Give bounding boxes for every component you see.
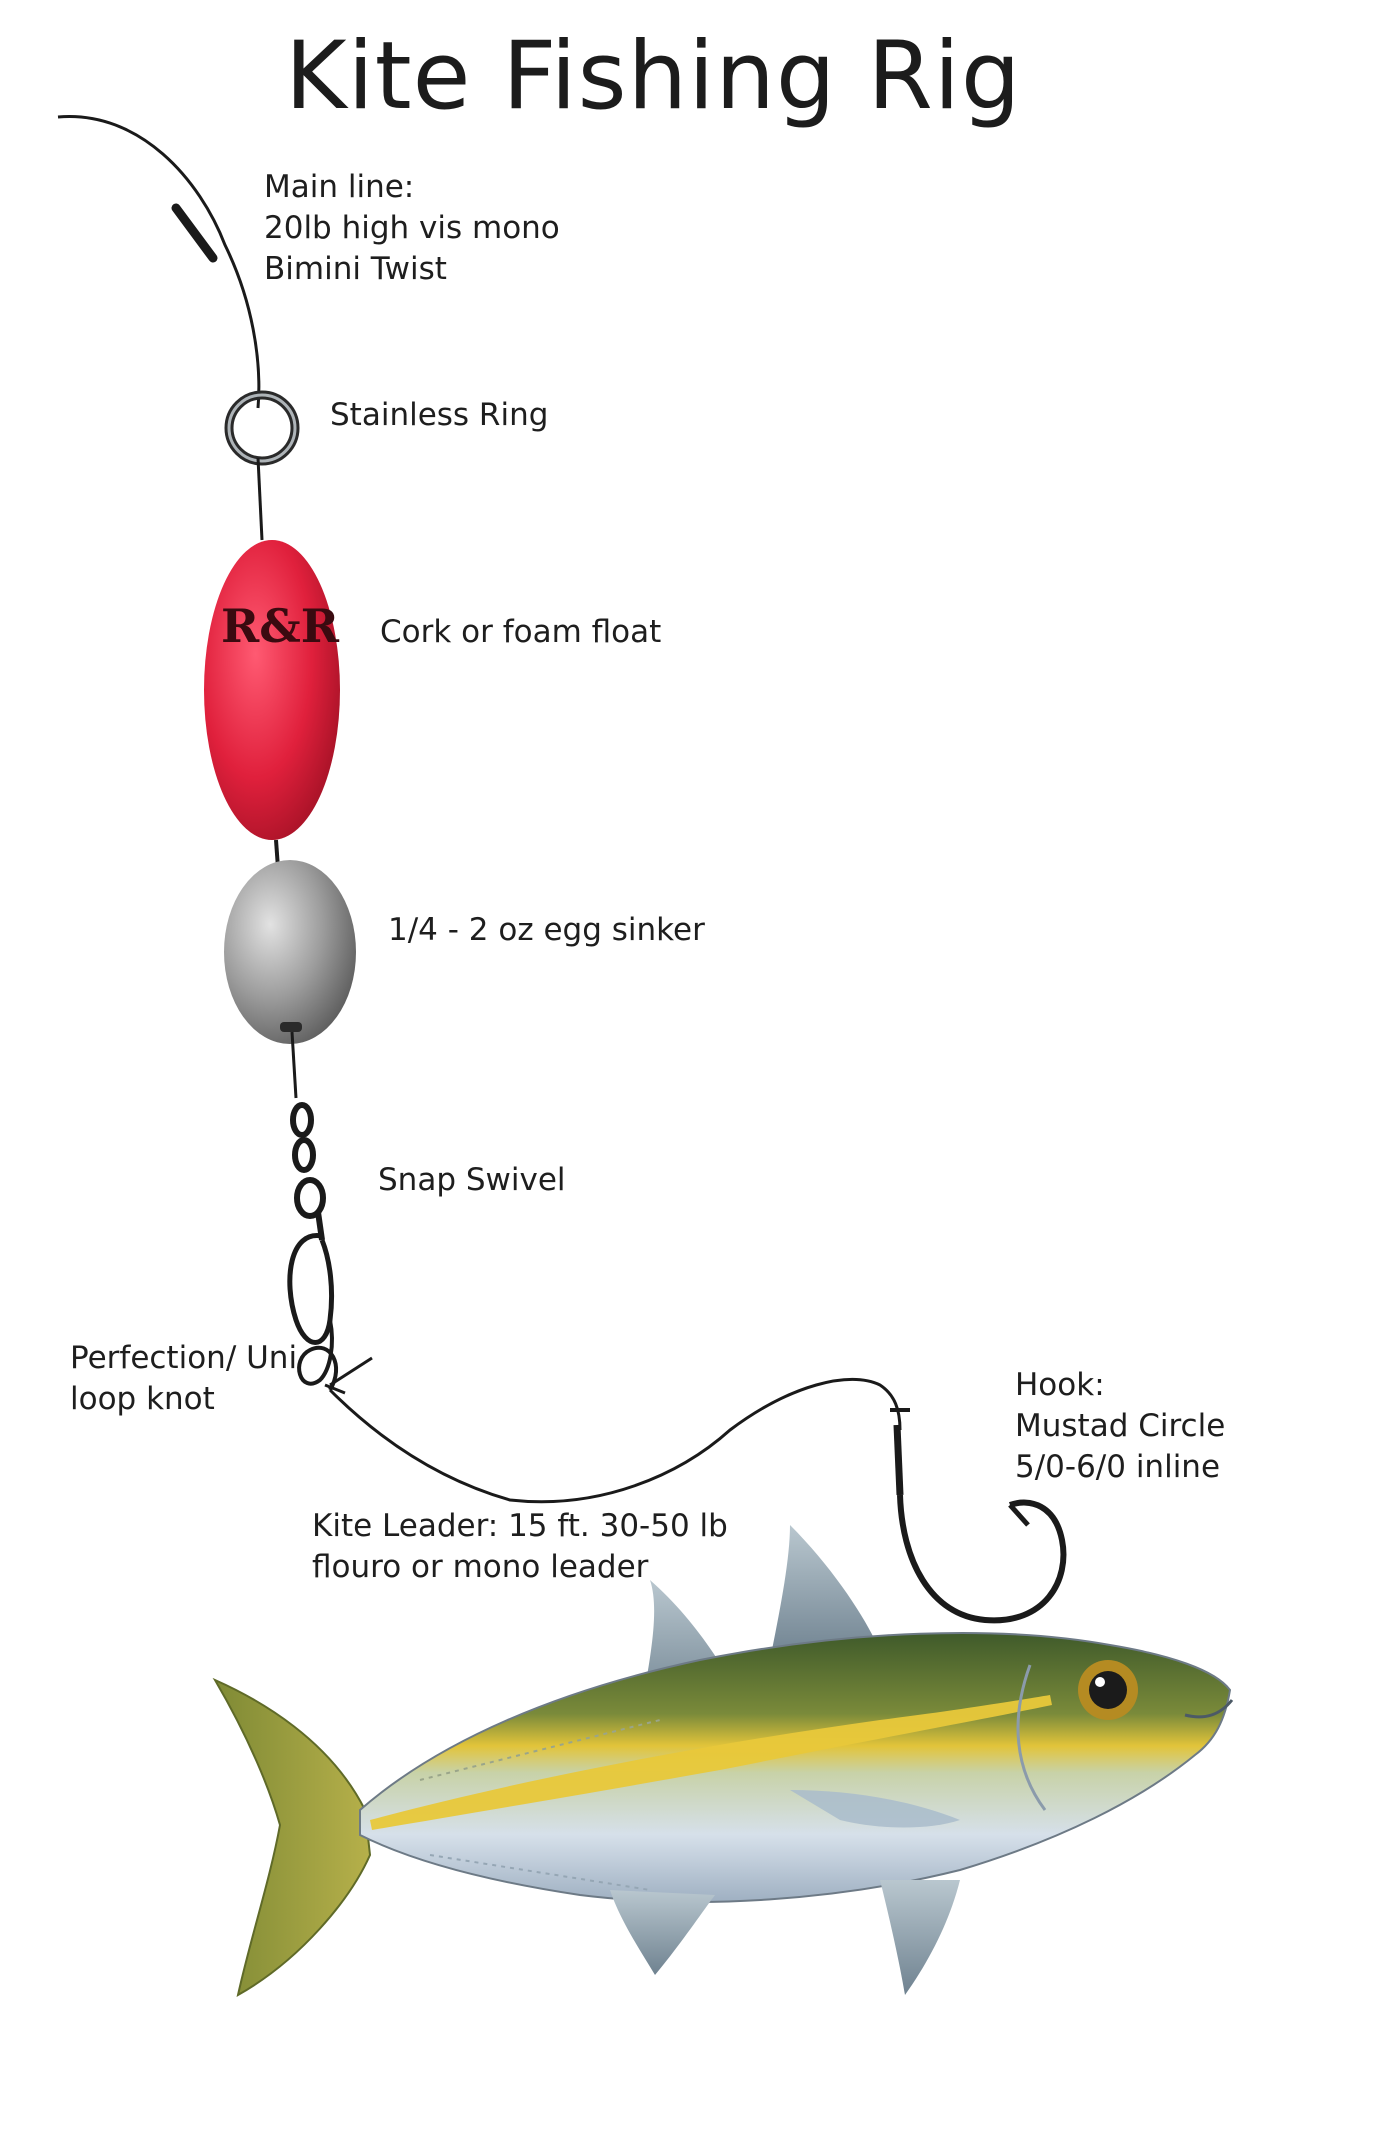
fish-icon [212, 1525, 1234, 1997]
label-sinker: 1/4 - 2 oz egg sinker [388, 910, 705, 951]
knot-icon [297, 1319, 373, 1395]
sinker-to-swivel-line [290, 1031, 298, 1099]
sinker-icon [224, 860, 356, 1044]
kite-leader-line [328, 1377, 902, 1504]
label-line: Perfection/ Uni [70, 1340, 298, 1376]
label-hook: Hook: Mustad Circle 5/0-6/0 inline [1015, 1365, 1225, 1488]
hook-icon [890, 1408, 1067, 1624]
label-float: Cork or foam float [380, 612, 661, 653]
label-line: flouro or mono leader [312, 1549, 649, 1585]
label-line: Bimini Twist [264, 251, 447, 287]
label-line: 1/4 - 2 oz egg sinker [388, 912, 705, 948]
bimini-twist [171, 203, 218, 263]
label-main-line: Main line: 20lb high vis mono Bimini Twi… [264, 167, 560, 290]
main-line [57, 115, 261, 409]
label-leader: Kite Leader: 15 ft. 30-50 lb flouro or m… [312, 1506, 728, 1588]
float-icon: R&R [204, 540, 340, 840]
label-line: Cork or foam float [380, 614, 662, 650]
label-line: Mustad Circle [1015, 1408, 1226, 1444]
label-line: Hook: [1015, 1367, 1105, 1403]
swivel-icon [287, 1102, 335, 1345]
label-line: Snap Swivel [378, 1162, 566, 1198]
float-logo: R&R [221, 599, 340, 653]
label-knot: Perfection/ Uni loop knot [70, 1338, 297, 1420]
label-line: Main line: [264, 169, 415, 205]
ring-icon [224, 390, 300, 466]
ring-to-float-line [256, 457, 264, 541]
label-line: Kite Leader: 15 ft. 30-50 lb [312, 1508, 728, 1544]
label-line: loop knot [70, 1381, 215, 1417]
label-line: 20lb high vis mono [264, 210, 560, 246]
label-ring: Stainless Ring [330, 395, 548, 436]
label-line: Stainless Ring [330, 397, 549, 433]
diagram-title: Kite Fishing Rig [285, 22, 1022, 131]
label-swivel: Snap Swivel [378, 1160, 566, 1201]
label-line: 5/0-6/0 inline [1015, 1449, 1221, 1485]
